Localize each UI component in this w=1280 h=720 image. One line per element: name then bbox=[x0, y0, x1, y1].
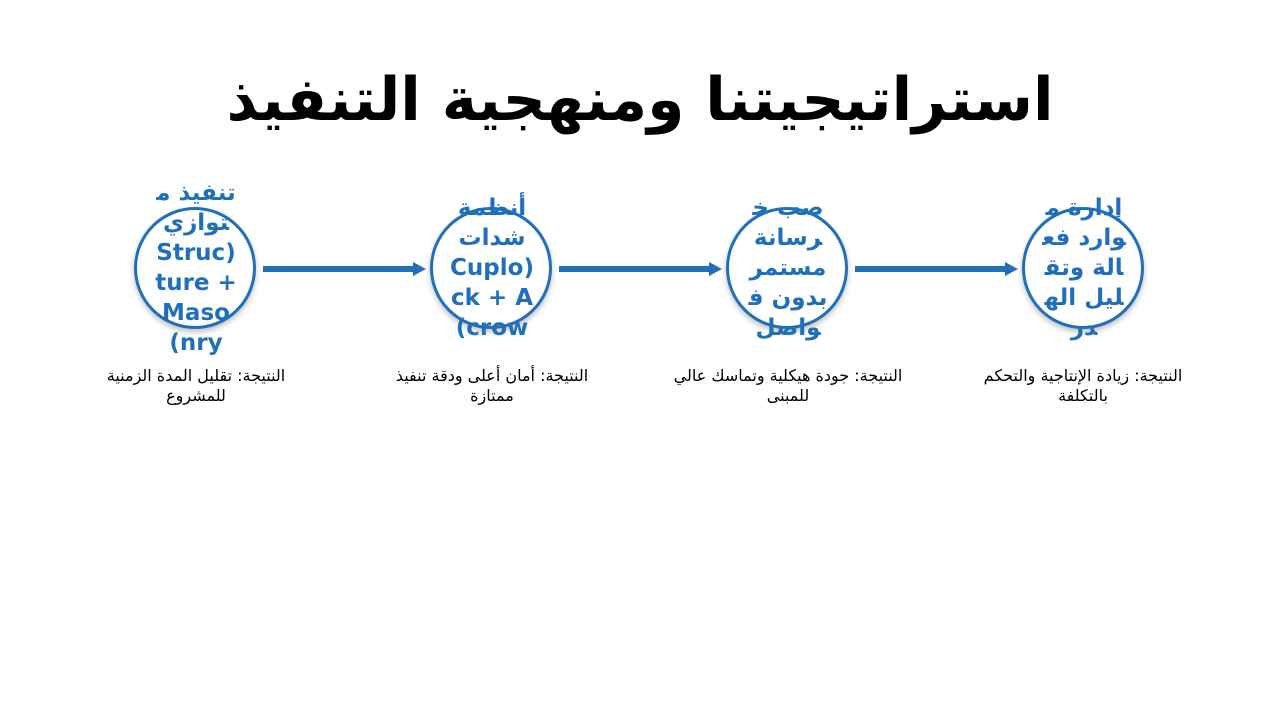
arrow-right-icon bbox=[559, 262, 722, 276]
step-result: النتيجة: أمان أعلى ودقة تنفيذ ممتازة bbox=[395, 366, 589, 405]
step-label: تنفيذ متوازي (Structure + Masonry) bbox=[155, 180, 237, 356]
slide-title: استراتيجيتنا ومنهجية التنفيذ bbox=[226, 65, 1054, 135]
step-circle bbox=[430, 207, 552, 329]
step-label: إدارة موارد فعالة وتقليل الهدر bbox=[1042, 195, 1126, 341]
step-label: أنظمة شدات (Cuplock + Acrow) bbox=[450, 195, 534, 341]
arrow-right-icon bbox=[263, 262, 426, 276]
step-circle bbox=[1022, 207, 1144, 329]
step-label: صب خرسانة مستمر بدون فواصل bbox=[748, 195, 828, 341]
step-result: النتيجة: تقليل المدة الزمنية للمشروع bbox=[106, 366, 286, 405]
step-result: النتيجة: زيادة الإنتاجية والتحكم بالتكلف… bbox=[983, 366, 1183, 405]
step-circle bbox=[726, 207, 848, 329]
step-circle bbox=[134, 207, 256, 329]
arrow-right-icon bbox=[855, 262, 1018, 276]
step-result: النتيجة: جودة هيكلية وتماسك عالي للمبنى bbox=[673, 366, 903, 405]
